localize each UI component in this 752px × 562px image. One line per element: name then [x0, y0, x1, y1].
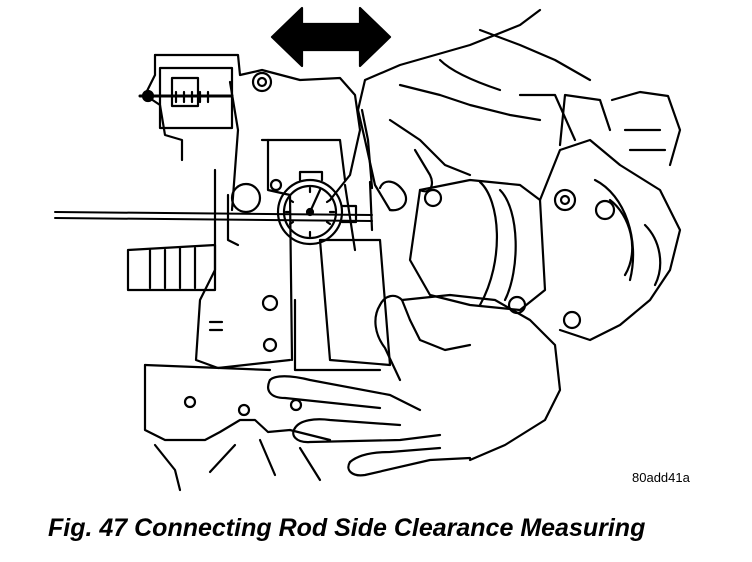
figure-caption: Fig. 47 Connecting Rod Side Clearance Me… — [48, 514, 646, 542]
connecting-rod — [293, 180, 392, 372]
double-headed-arrow-icon — [270, 6, 392, 68]
crankshaft-nose — [126, 243, 217, 292]
crankshaft-counterweights — [408, 90, 682, 342]
figure-reference-code: 80add41a — [632, 470, 690, 485]
oil-pan-rail — [143, 363, 332, 492]
upper-hand — [356, 8, 592, 212]
lower-hand — [267, 293, 562, 477]
indicator-probe-rod — [54, 211, 373, 222]
indicator-clamp — [138, 66, 240, 212]
engine-block — [143, 53, 362, 370]
dial-indicator-gauge-icon — [276, 170, 358, 246]
